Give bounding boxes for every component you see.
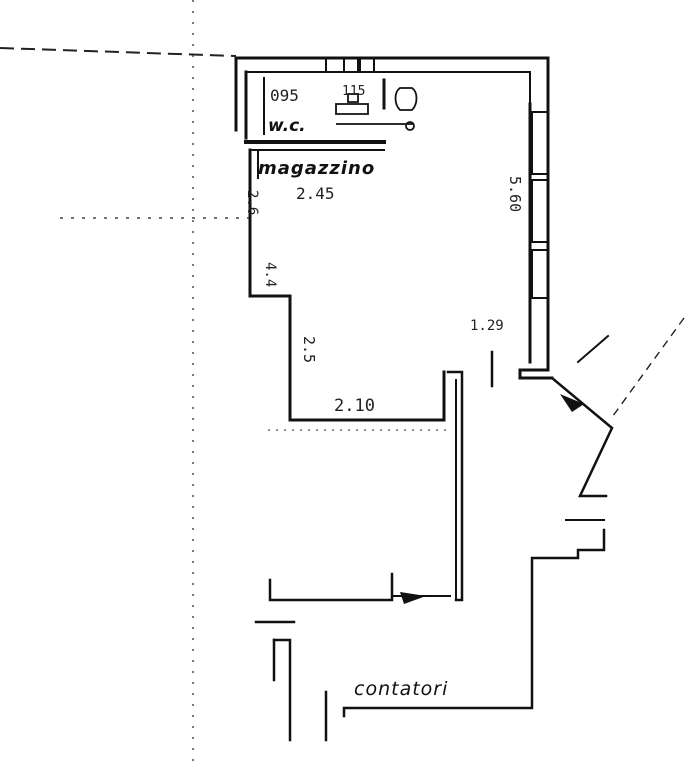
dim-right-wall: 5.60 (506, 176, 524, 213)
lower-room-top (268, 572, 394, 602)
dim-height-note: 1.29 (470, 318, 504, 334)
top-vent-2 (359, 57, 375, 73)
toilet-icon (394, 87, 418, 111)
corridor-right-wall (446, 370, 464, 602)
door-leaf (576, 334, 610, 364)
door-arrows (400, 394, 584, 604)
top-dashed-line (0, 47, 237, 57)
dim-left-mid: 4.4 (262, 262, 278, 288)
magazzino-left-wall (248, 148, 446, 422)
dim-wc-width: 095 (270, 86, 299, 105)
dim-bottom-width: 2.10 (334, 396, 375, 416)
dim-wc-depth: 115 (342, 84, 366, 99)
bottom-door-arrow (400, 592, 426, 604)
dim-lower-left: 2.5 (300, 336, 318, 364)
lower-left-wall (272, 638, 292, 742)
window-2 (531, 179, 549, 243)
window-3 (531, 249, 549, 299)
top-wall-inner (245, 71, 531, 105)
room-label-wc: w.c. (268, 116, 306, 136)
sink-symbol (347, 93, 359, 103)
wc-fixtures (335, 87, 418, 131)
top-wall-outer (234, 56, 550, 112)
drain-circle (405, 121, 415, 131)
room-label-magazzino: magazzino (258, 158, 376, 179)
sink-icon (335, 103, 369, 115)
right-door-arrow (560, 394, 584, 412)
right-dashed-line (609, 317, 685, 421)
window-1 (531, 111, 549, 175)
dim-left-top: 2.6 (244, 190, 260, 216)
dim-magazzino-width: 2.45 (296, 184, 335, 203)
top-vent-1 (343, 57, 359, 73)
lower-right-steps (342, 528, 606, 718)
right-angled-wall (550, 376, 614, 498)
room-label-contatori: contatori (354, 678, 449, 700)
